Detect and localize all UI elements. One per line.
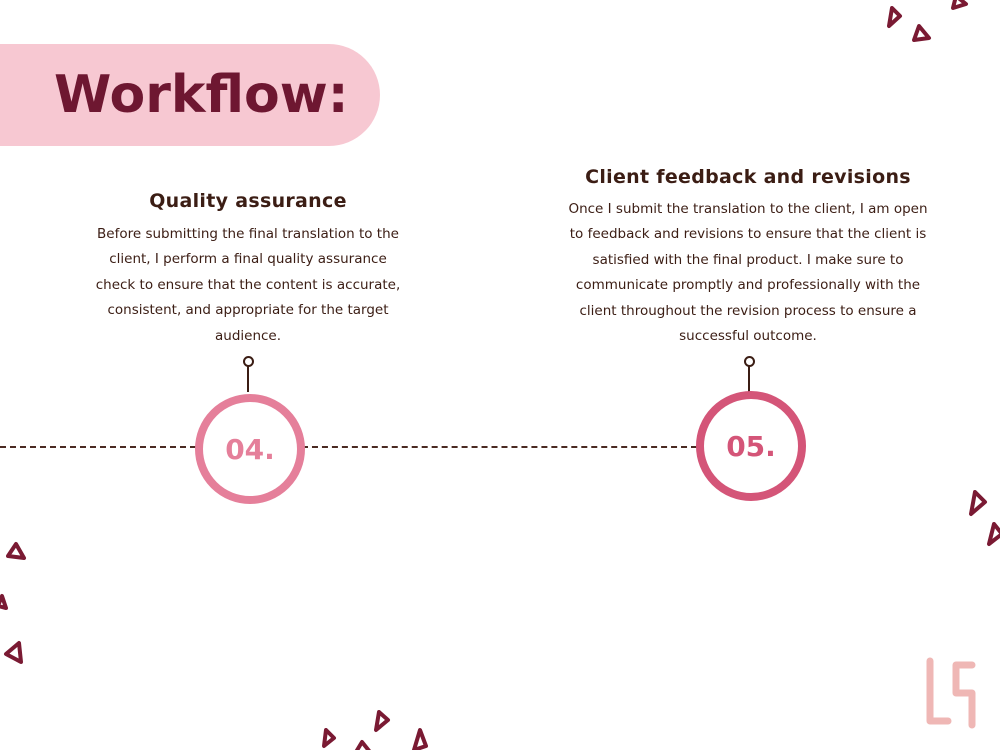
step-5-description: Once I submit the translation to the cli…	[568, 201, 928, 345]
step-5-heading: Client feedback and revisions	[585, 166, 911, 188]
step-4-number: 04.	[225, 432, 275, 466]
step-5-number: 05.	[726, 429, 776, 463]
triangle-doodle-icon	[412, 728, 428, 750]
step-5-connector-dot	[744, 356, 755, 367]
step-5-connector	[748, 365, 750, 392]
triangle-doodle-icon	[912, 24, 931, 42]
step-4-number-circle: 04.	[195, 394, 305, 504]
timeline-dashed-line-left	[0, 446, 196, 448]
triangle-doodle-icon	[987, 522, 1000, 546]
triangle-doodle-icon	[6, 542, 26, 560]
page-title: Workflow:	[54, 65, 349, 125]
step-4-description: Before submitting the final translation …	[95, 226, 401, 344]
triangle-doodle-icon	[354, 740, 371, 750]
triangle-doodle-icon	[4, 641, 23, 664]
triangle-doodle-icon	[322, 728, 336, 748]
step-4-connector-dot	[243, 356, 254, 367]
step-4-connector	[247, 365, 249, 392]
monogram-logo-icon	[926, 657, 976, 729]
step-5-number-circle: 05.	[696, 391, 806, 501]
triangle-doodle-icon	[969, 490, 987, 516]
timeline-dashed-line-middle	[302, 446, 697, 448]
step-4-heading: Quality assurance	[149, 190, 347, 212]
triangle-doodle-icon	[374, 710, 390, 732]
title-banner	[0, 44, 380, 146]
triangle-doodle-icon	[951, 0, 968, 10]
triangle-doodle-icon	[0, 594, 8, 610]
triangle-doodle-icon	[887, 6, 902, 28]
